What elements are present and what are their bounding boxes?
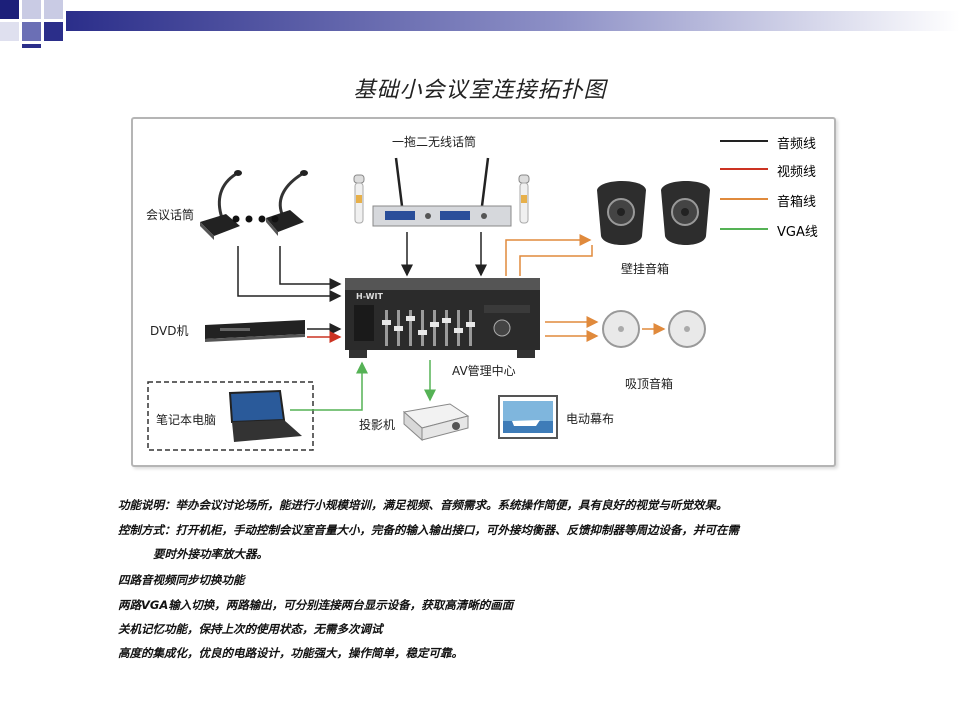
speaker-line-wall-1 [505, 234, 592, 276]
wall-speaker-right [661, 181, 710, 245]
wall-speaker-label: 壁挂音箱 [621, 262, 670, 276]
vga-line-laptop [290, 361, 368, 411]
legend-video-label: 视频线 [777, 165, 817, 180]
projection-screen [498, 395, 558, 439]
handheld-mic-left [353, 174, 365, 224]
description-line-4: 四路音视频同步切换功能 [118, 573, 245, 587]
audio-line-conf-mic-1 [237, 246, 342, 302]
description-line-7: 高度的集成化，优良的电路设计，功能强大，操作简单，稳定可靠。 [118, 646, 463, 660]
speaker-line-wall-2 [519, 245, 593, 276]
legend-audio-label: 音频线 [777, 137, 817, 152]
conference-mic-label: 会议话筒 [146, 208, 195, 222]
handheld-mic-right [518, 174, 530, 224]
av-center-label: AV管理中心 [452, 364, 516, 378]
dvd-player [205, 320, 305, 342]
dvd-label: DVD机 [150, 324, 189, 338]
wireless-mic-label: 一拖二无线话筒 [392, 135, 477, 149]
description-line-5: 两路VGA输入切换，两路输出，可分别连接两台显示设备，获取高清晰的画面 [118, 598, 514, 612]
conference-mic-left [200, 170, 242, 240]
laptop [228, 389, 302, 442]
laptop-label: 笔记本电脑 [156, 413, 217, 427]
ceiling-speaker-left [602, 310, 640, 348]
projector [402, 403, 470, 442]
description-line-2: 控制方式：打开机柜，手动控制会议室音量大小，完备的输入输出接口，可外接均衡器、反… [118, 523, 739, 537]
page-title: 基础小会议室连接拓扑图 [353, 78, 607, 103]
header-decoration [0, 0, 960, 48]
conference-mic-right [266, 170, 308, 236]
ceiling-speaker-label: 吸顶音箱 [625, 377, 674, 391]
audio-line-conf-mic-2 [279, 246, 342, 290]
laptop-dashed-box [147, 381, 314, 451]
legend-vga-label: VGA线 [777, 225, 818, 240]
wall-speaker-left [597, 181, 646, 245]
mic-dots [232, 215, 279, 223]
av-management-center [345, 278, 540, 358]
description-line-1: 功能说明：举办会议讨论场所，能进行小规模培训，满足视频、音频需求。系统操作简便，… [118, 498, 728, 512]
projector-label: 投影机 [359, 418, 396, 432]
legend-speaker-label: 音箱线 [777, 195, 817, 210]
mixer-brand-label: H-WIT [356, 292, 383, 301]
description-line-3: 要时外接功率放大器。 [153, 547, 268, 561]
ceiling-speaker-right [668, 310, 706, 348]
screen-label: 电动幕布 [566, 412, 615, 426]
description-line-6: 关机记忆功能，保持上次的使用状态，无需多次调试 [118, 622, 383, 636]
wireless-receiver [372, 157, 512, 227]
